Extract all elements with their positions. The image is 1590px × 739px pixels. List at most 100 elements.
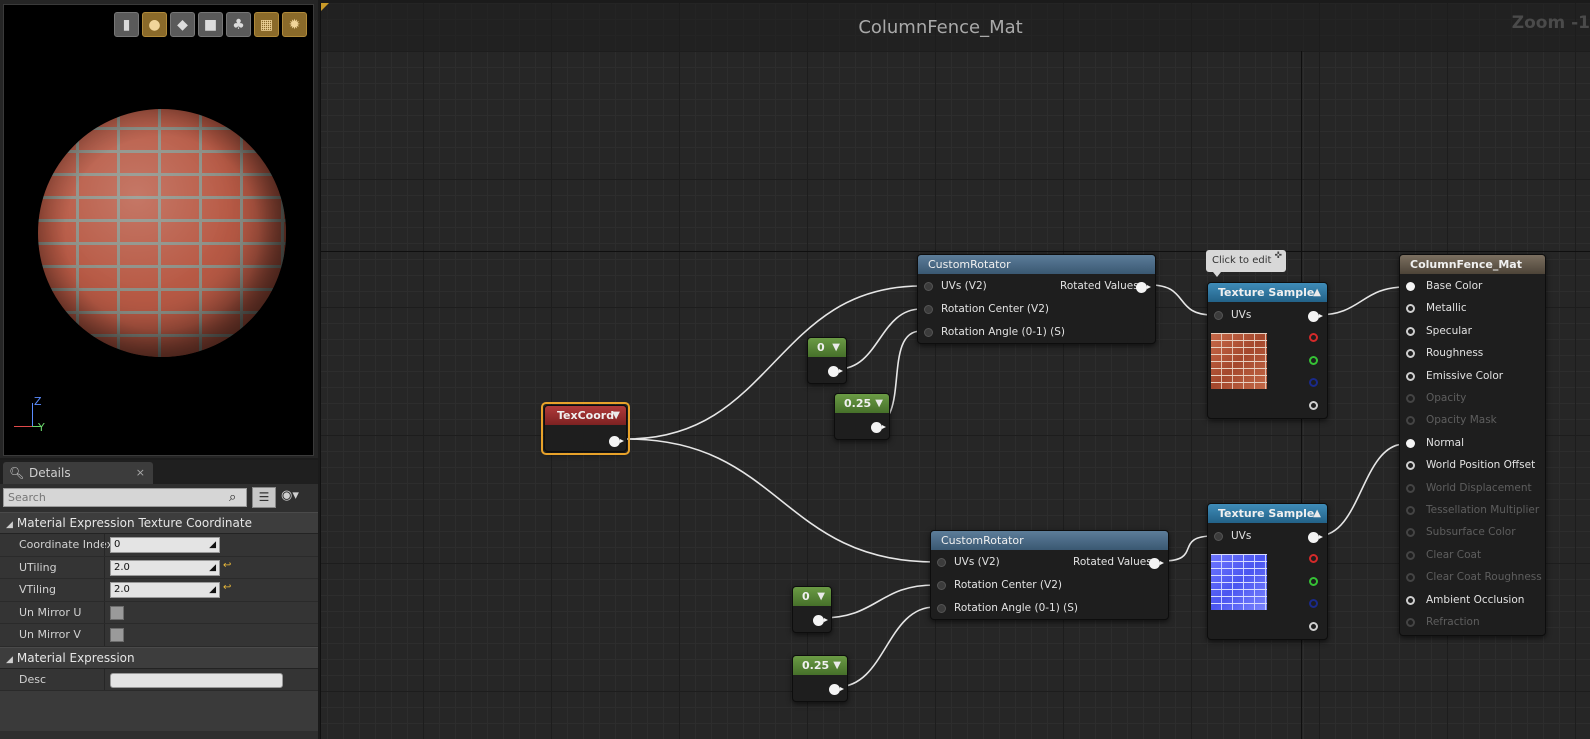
axis-z-label: Z — [34, 395, 42, 408]
category-header[interactable]: ◢Material Expression — [0, 646, 318, 669]
output-pin-r[interactable] — [1309, 333, 1318, 342]
pin-label: Normal — [1426, 436, 1464, 449]
constant-node-bottom-025[interactable]: 0.25▼ — [792, 655, 848, 702]
axis-gizmo: Z Y — [12, 395, 52, 435]
expand-arrow-icon[interactable]: ◢ — [6, 520, 13, 530]
output-pin-rgb[interactable] — [1308, 311, 1323, 322]
selection-outline — [541, 402, 630, 455]
list-view-button[interactable]: ☰ — [252, 487, 276, 508]
number-field[interactable]: 2.0◢ — [110, 559, 220, 576]
texture-sample-node-bottom[interactable]: Texture Sample▲ UVs — [1207, 503, 1328, 640]
close-icon[interactable]: × — [135, 466, 145, 479]
details-empty-area — [0, 691, 318, 731]
node-title: 0.25▼ — [793, 656, 847, 675]
output-pin-b[interactable] — [1309, 599, 1318, 608]
property-label: Coordinate Index — [19, 538, 114, 551]
output-pin-a[interactable] — [1309, 401, 1318, 410]
texture-thumbnail — [1211, 333, 1267, 389]
property-row: Un Mirror V — [0, 624, 318, 647]
drag-handle-icon: ◢ — [209, 562, 216, 573]
checkbox[interactable] — [110, 628, 124, 642]
wire-1[interactable] — [626, 438, 936, 563]
wire-8[interactable] — [1317, 286, 1406, 316]
collapse-arrow-icon: ▼ — [833, 660, 841, 671]
pin-icon — [1406, 371, 1415, 381]
texcoord-node[interactable]: TexCoord▼ — [544, 405, 627, 452]
reset-to-default-icon[interactable]: ↩ — [223, 559, 232, 571]
node-title: 0▼ — [793, 587, 831, 606]
property-row: VTiling 2.0◢↩ — [0, 579, 318, 602]
output-pin[interactable] — [829, 684, 844, 695]
reset-to-default-icon[interactable]: ↩ — [223, 582, 232, 593]
custom-rotator-node-top[interactable]: CustomRotator UVs (V2) Rotation Center (… — [917, 254, 1156, 344]
material-graph[interactable]: ColumnFence_Mat Zoom -1 CustomRotator UV… — [320, 3, 1590, 739]
output-pin[interactable] — [871, 422, 886, 433]
output-pin[interactable] — [828, 366, 843, 377]
preview-canvas[interactable]: ▮●◆■♣▦✹ Z Y — [3, 4, 314, 456]
plane-icon[interactable]: ◆ — [170, 12, 195, 37]
output-pin-rgb[interactable] — [1308, 532, 1323, 543]
details-panel: 🔍︎ Details × ⌕ ☰ ◉▾ ◢Material Expression… — [0, 458, 318, 739]
wire-4[interactable] — [820, 584, 936, 619]
number-field[interactable]: 2.0◢ — [110, 582, 220, 598]
teapot-icon[interactable]: ♣ — [226, 12, 251, 37]
pin-icon — [1406, 595, 1415, 605]
pin-label: Clear Coat Roughness — [1426, 571, 1542, 584]
preview-sphere — [38, 109, 286, 357]
drag-handle-icon: ◢ — [209, 540, 216, 550]
constant-node-top-0[interactable]: 0▼ — [807, 337, 847, 384]
output-pin-g[interactable] — [1309, 356, 1318, 365]
zoom-label: Zoom -1 — [1511, 13, 1590, 33]
cylinder-icon[interactable]: ▮ — [114, 12, 139, 37]
wire-2[interactable] — [837, 308, 922, 370]
pin-icon: ✜ — [1274, 251, 1282, 261]
category-header[interactable]: ◢Material Expression Texture Coordinate — [0, 512, 318, 534]
eye-icon[interactable]: ◉▾ — [281, 488, 299, 503]
output-pin-a[interactable] — [1309, 622, 1318, 631]
details-tab-bar: 🔍︎ Details × — [0, 460, 318, 484]
output-pin[interactable] — [609, 436, 624, 447]
output-pin-r[interactable] — [1309, 554, 1318, 563]
pin-label: Refraction — [1426, 616, 1480, 628]
expand-arrow-icon[interactable]: ◢ — [6, 654, 13, 665]
grid-icon[interactable]: ▦ — [254, 12, 279, 37]
cube-icon[interactable]: ■ — [198, 12, 223, 37]
node-title: CustomRotator — [931, 531, 1168, 550]
wire-9[interactable] — [1317, 443, 1406, 537]
number-field[interactable]: 0◢ — [110, 537, 220, 553]
wire-7[interactable] — [1162, 535, 1214, 562]
wire-5[interactable] — [836, 606, 936, 688]
constant-node-bottom-0[interactable]: 0▼ — [792, 586, 832, 633]
wire-6[interactable] — [1149, 284, 1214, 316]
pin-icon — [1406, 506, 1415, 515]
output-pin-g[interactable] — [1309, 577, 1318, 586]
pin-icon — [1406, 394, 1415, 403]
search-input[interactable] — [3, 488, 247, 507]
collapse-arrow-icon: ▼ — [612, 410, 620, 421]
desc-field[interactable] — [110, 672, 283, 688]
wire-0[interactable] — [626, 285, 922, 440]
search-icon[interactable]: ⌕ — [229, 490, 237, 505]
graph-axis-horizontal — [321, 251, 1590, 252]
output-pin[interactable] — [1136, 282, 1151, 293]
texture-thumbnail — [1211, 554, 1267, 610]
sphere-icon[interactable]: ● — [142, 12, 167, 37]
checkbox[interactable] — [110, 605, 124, 620]
pin-icon — [1406, 326, 1415, 336]
texture-sample-node-top[interactable]: Texture Sample▲ UVs — [1207, 282, 1328, 419]
output-pin[interactable] — [813, 615, 828, 626]
tab-details[interactable]: 🔍︎ Details × — [3, 462, 153, 484]
property-label: VTiling — [19, 583, 57, 596]
node-title: Texture Sample▲ — [1208, 283, 1327, 302]
output-pin-b[interactable] — [1309, 378, 1318, 387]
pin-label: Emissive Color — [1426, 369, 1504, 382]
custom-rotator-node-bottom[interactable]: CustomRotator UVs (V2) Rotation Center (… — [930, 530, 1169, 620]
pin-label: World Position Offset — [1426, 459, 1536, 472]
preview-viewport[interactable]: ▮●◆■♣▦✹ Z Y — [0, 0, 318, 458]
graph-corner-marker — [321, 3, 329, 11]
output-pin[interactable] — [1149, 558, 1164, 569]
realtime-icon[interactable]: ✹ — [282, 12, 307, 37]
pin-icon — [1406, 573, 1415, 583]
constant-node-top-025[interactable]: 0.25▼ — [834, 393, 890, 440]
